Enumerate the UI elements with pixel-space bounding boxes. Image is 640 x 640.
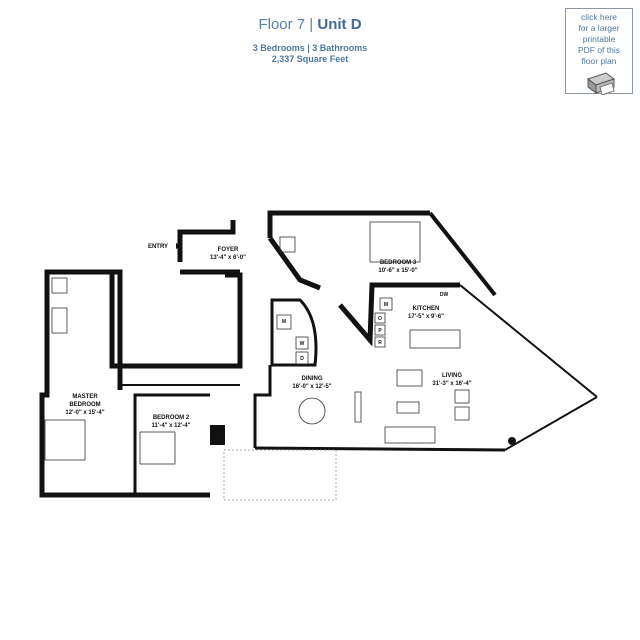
glass-wall (459, 284, 598, 398)
inner-wall (109, 272, 243, 369)
pdf-link-text: floor plan (581, 56, 617, 66)
laundry-wall (270, 298, 318, 367)
floor-label: Floor 7 | (258, 16, 314, 33)
top-wall (267, 210, 430, 238)
mechanical-label: M (281, 319, 287, 325)
pdf-link-text: printable (582, 34, 616, 44)
pdf-link-text: click here (581, 12, 617, 22)
square-feet: 2,337 Square Feet (271, 54, 349, 64)
pdf-link-text: for a larger (578, 23, 620, 33)
oven-label: O (378, 316, 382, 322)
refrigerator-label: R (378, 340, 382, 346)
dishwasher-label: DW (439, 292, 449, 298)
unit-summary: 3 Bedrooms | 3 Bathrooms 2,337 Square Fe… (220, 43, 400, 65)
washer-label: W (299, 341, 305, 347)
entry-label: ENTRY (147, 244, 169, 250)
balcony (223, 449, 337, 501)
window-wall (428, 211, 497, 297)
unit-label: Unit D (317, 16, 362, 33)
master-wing-wall (39, 269, 123, 498)
pantry-label: P (378, 328, 382, 334)
printer-icon (586, 72, 616, 95)
pdf-link-text: PDF of this (577, 45, 621, 55)
dryer-label: D (300, 356, 304, 362)
page-title: Floor 7 | Unit D (240, 16, 380, 33)
entry-arrow-icon (176, 243, 182, 249)
bottom-wall (254, 446, 506, 452)
microwave-label: M (383, 302, 389, 308)
furniture (44, 221, 470, 465)
pdf-download-link[interactable]: click here for a larger printable PDF of… (565, 8, 633, 95)
rooms-count: 3 Bedrooms | 3 Bathrooms (252, 43, 368, 53)
